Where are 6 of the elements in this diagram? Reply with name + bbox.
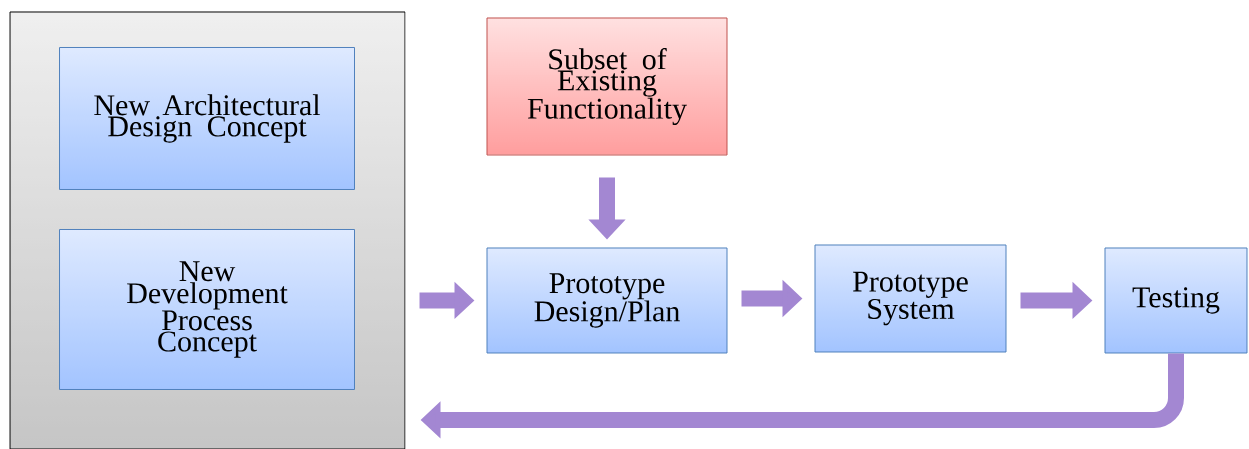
- process-box: Testing: [1104, 247, 1248, 354]
- process-box: Prototype Design/Plan: [486, 247, 728, 354]
- input-box: Subset of Existing Functionality: [486, 17, 728, 156]
- process-box: New Architectural Design Concept: [59, 47, 355, 190]
- process-box: New Development Process Concept: [59, 229, 355, 390]
- process-box: Prototype System: [814, 244, 1007, 353]
